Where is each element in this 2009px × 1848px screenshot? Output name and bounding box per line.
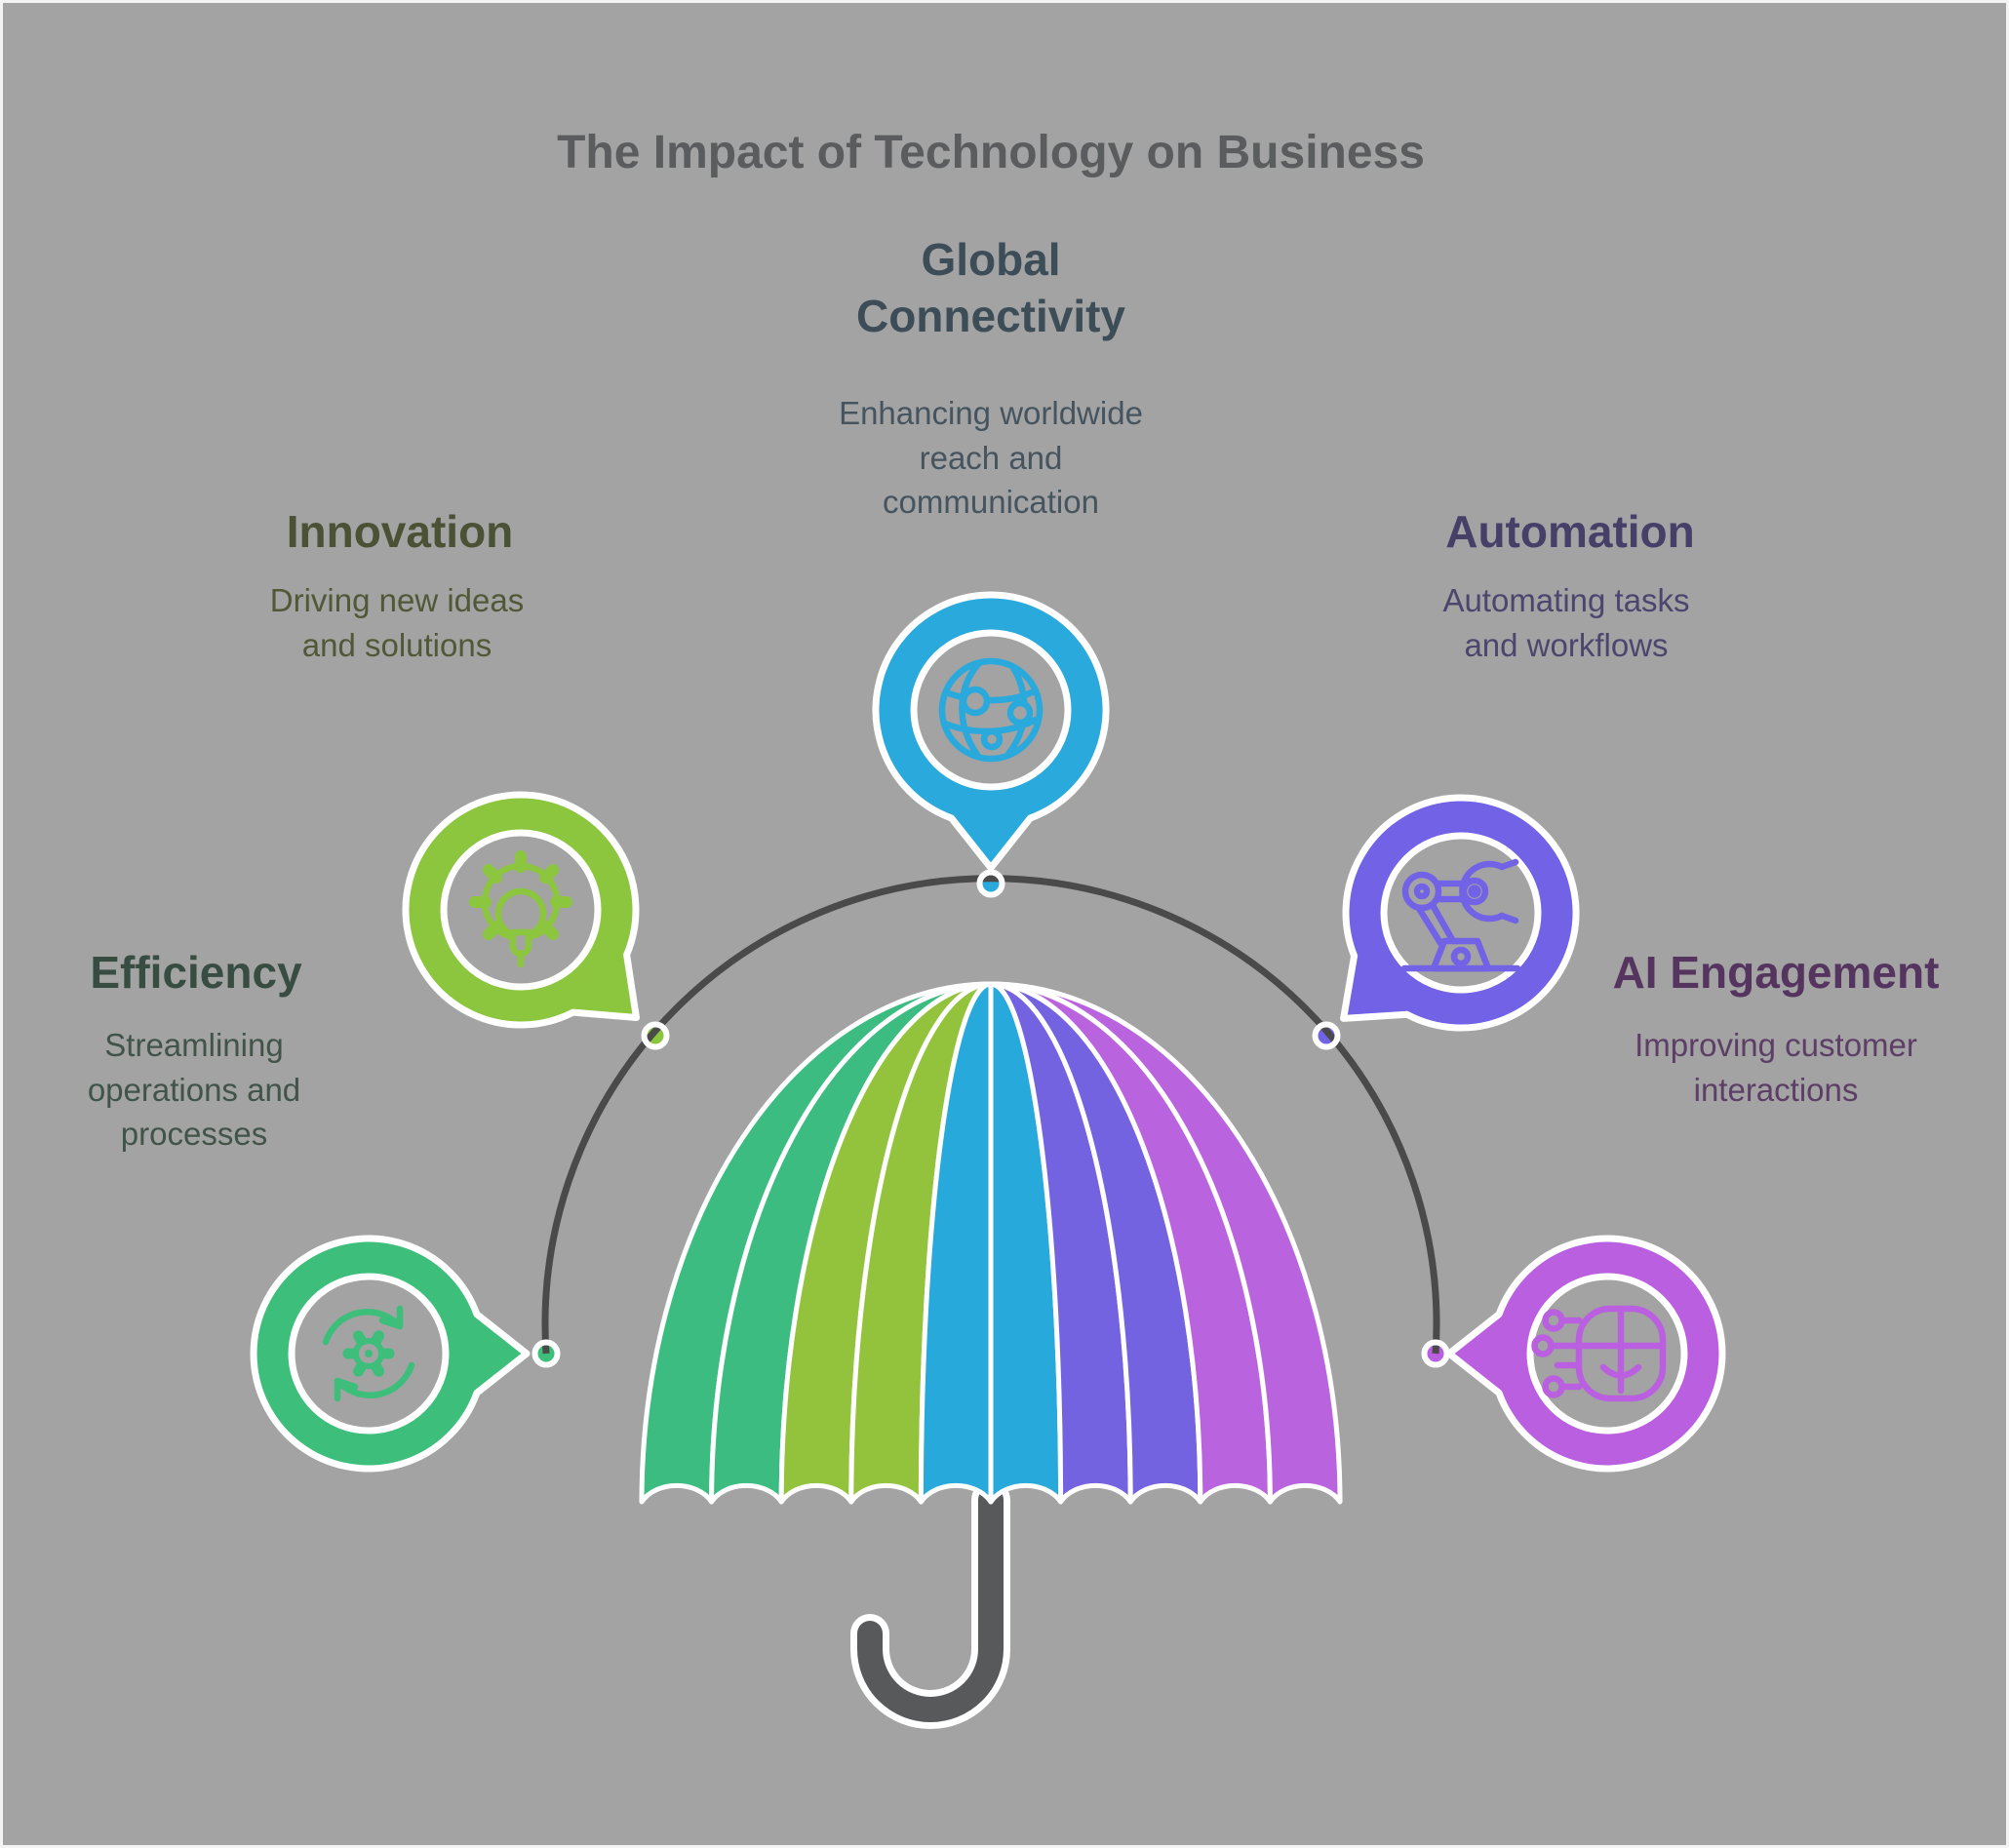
- automation-description: Automating tasks and workflows: [1442, 582, 1690, 663]
- umbrella-diagram: [250, 591, 1726, 1729]
- efficiency-badge: [250, 1235, 531, 1473]
- innovation-description: Driving new ideas and solutions: [269, 582, 525, 663]
- globe-network-icon: [938, 657, 1044, 763]
- global-connectivity-title: Global Connectivity: [855, 234, 1126, 341]
- gear-lightbulb-icon: [469, 850, 572, 968]
- canopy-panel: [918, 981, 994, 1505]
- automation-badge: [1340, 794, 1580, 1032]
- ai-face-icon: [1531, 1305, 1667, 1402]
- innovation-badge: [402, 791, 640, 1029]
- connector-arc: [541, 875, 1440, 1355]
- efficiency-description: Streamlining operations and processes: [87, 1027, 301, 1153]
- badge-inner: [910, 629, 1072, 791]
- page-title: The Impact of Technology on Business: [557, 127, 1425, 178]
- global-connectivity-badge: [872, 591, 1110, 872]
- ai-engagement-description: Improving customer interactions: [1635, 1027, 1917, 1108]
- refresh-gear-icon: [322, 1305, 415, 1402]
- umbrella-pole: [850, 1480, 1010, 1729]
- innovation-title: Innovation: [286, 506, 514, 557]
- robot-arm-icon: [1400, 858, 1521, 972]
- automation-title: Automation: [1445, 506, 1695, 557]
- ai-engagement-title: AI Engagement: [1612, 947, 1940, 998]
- ai-engagement-badge: [1445, 1235, 1726, 1473]
- efficiency-title: Efficiency: [90, 947, 302, 998]
- umbrella-canopy: [639, 981, 1343, 1505]
- canopy-panel: [988, 981, 1343, 1505]
- arc-node-rings: [532, 869, 1450, 1368]
- global-connectivity-description: Enhancing worldwide reach and communicat…: [839, 395, 1143, 521]
